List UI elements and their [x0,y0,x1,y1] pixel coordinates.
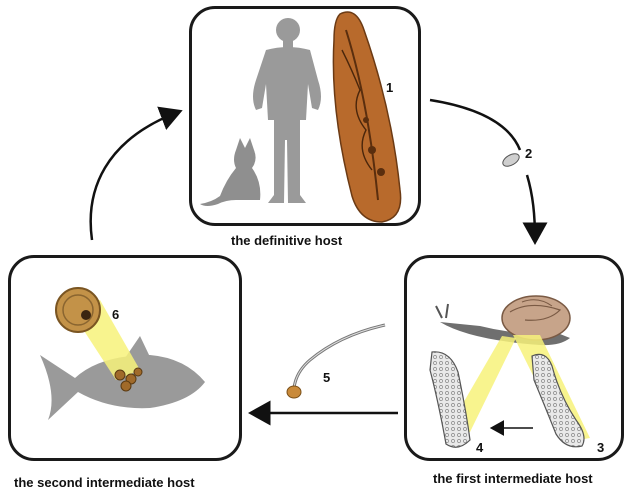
adult-fluke-icon [333,12,400,222]
stage-label-3: 3 [597,440,604,455]
cercaria-icon [287,325,385,398]
arrow-definitive-to-egg [430,100,520,150]
stage-label-4: 4 [476,440,483,455]
stage-label-5: 5 [323,370,330,385]
definitive-host-caption: the definitive host [231,233,342,248]
sporocyst-icon [532,354,584,446]
stage-label-6: 6 [112,307,119,322]
first-intermediate-host-caption: the first intermediate host [433,471,593,486]
arrow-fish-to-definitive [91,112,178,240]
human-silhouette-icon [253,18,321,203]
stage-label-2: 2 [525,146,532,161]
cat-silhouette-icon [200,138,260,206]
stage-label-1: 1 [386,80,393,95]
egg-icon [501,151,522,169]
arrow-egg-to-snail [527,175,535,240]
second-intermediate-host-caption: the second intermediate host [14,475,195,490]
redia-icon [430,352,470,447]
